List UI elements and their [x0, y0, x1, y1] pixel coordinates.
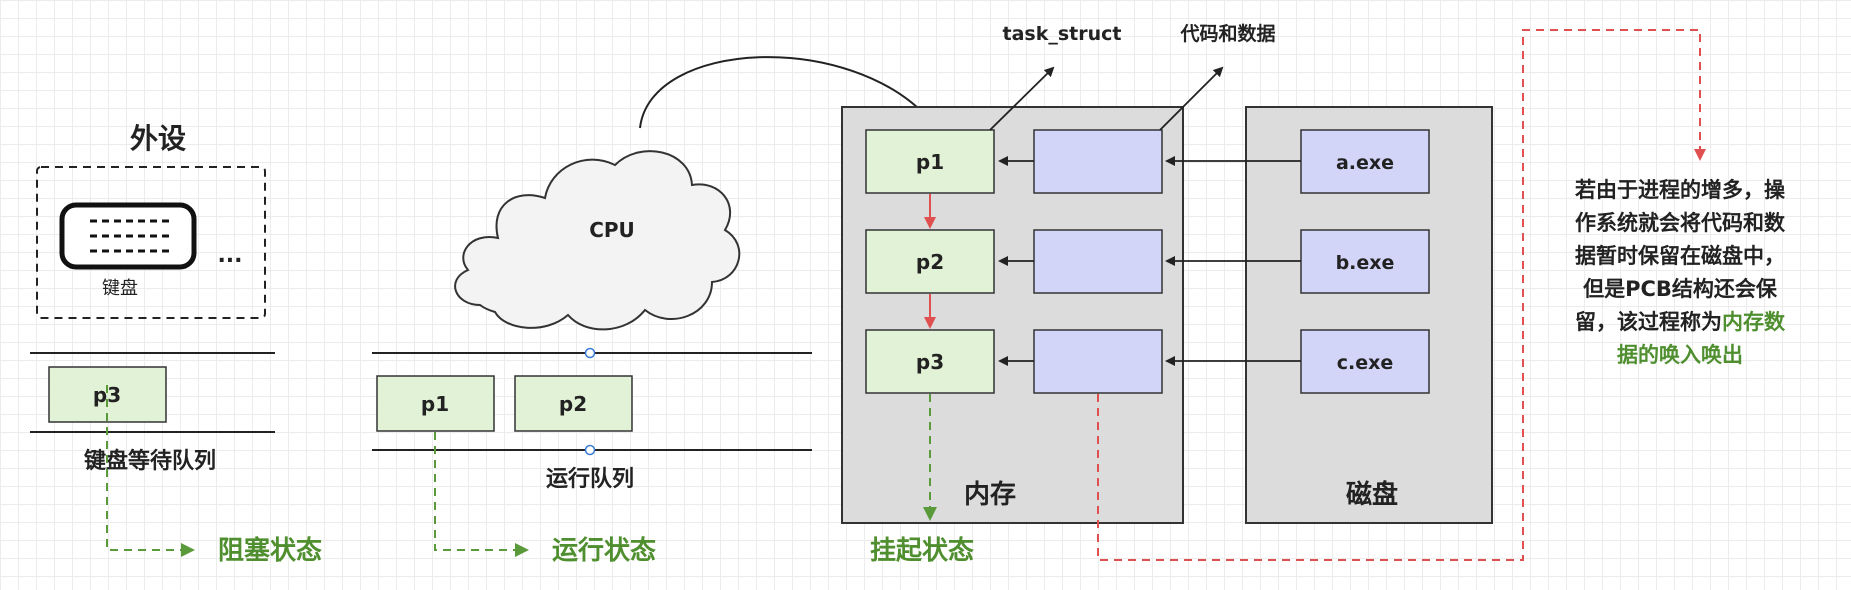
pcb-p1-box [865, 129, 995, 194]
cpu-to-task-arrow [639, 56, 932, 129]
pcb-p1-label: p1 [916, 150, 944, 174]
more-devices-ellipsis: ... [217, 243, 242, 268]
keyboard-label: 键盘 [102, 278, 138, 299]
task-struct-label: task_struct [1003, 23, 1122, 45]
task-struct-pointer [989, 66, 1055, 131]
blocked-state-label: 阻塞状态 [218, 535, 322, 566]
note-line-1: 若由于进程的增多，操 [1574, 178, 1786, 202]
note-text-segment: 若由于进程的增多，操 [1574, 178, 1786, 202]
code-data-block-3 [1033, 329, 1163, 394]
code-data-block-1 [1033, 129, 1163, 194]
peripheral-title: 外设 [130, 122, 186, 155]
pcb-p3-box [865, 329, 995, 394]
memory-label: 内存 [964, 480, 1016, 510]
svg-text:若由于进程的增多，操作系统就会将代码和数据暂时保留在磁盘中，: 若由于进程的增多，操作系统就会将代码和数据暂时保留在磁盘中， 但是PCB结构还会保… [1574, 178, 1786, 367]
run-queue-top-connector [584, 347, 596, 359]
note-line-3: 据暂时保留在磁盘中， [1575, 244, 1785, 268]
note-highlight-segment: 内存数 [1722, 310, 1786, 334]
pcb-p3-label: p3 [916, 350, 944, 374]
code-data-label: 代码和数据 [1179, 22, 1275, 45]
keyboard-icon [59, 202, 197, 270]
keyboard-queue-label: 键盘等待队列 [84, 448, 216, 474]
disk-label: 磁盘 [1346, 479, 1398, 510]
pcb-p2-box [865, 229, 995, 294]
cpu-label: CPU [589, 218, 635, 242]
run-queue-p2-box [514, 375, 633, 432]
run-queue-p2-label: p2 [559, 392, 587, 416]
disk-file-a-box [1300, 129, 1430, 194]
running-state-arrow [434, 432, 529, 557]
swap-note: 若由于进程的增多，操作系统就会将代码和数据暂时保留在磁盘中， 但是PCB结构还会保… [1574, 178, 1786, 367]
note-line-4: 但是PCB结构还会保 [1583, 277, 1778, 301]
note-text-segment: 作系统就会将代码和数 [1575, 211, 1786, 235]
note-highlight-segment: 据的唤入唤出 [1617, 343, 1743, 367]
run-queue-p1-box [376, 375, 495, 432]
run-queue-p1-label: p1 [421, 392, 449, 416]
disk-file-a-label: a.exe [1336, 152, 1394, 174]
keyboard-queue-p3-box [48, 366, 167, 423]
run-queue-label: 运行队列 [546, 466, 634, 492]
code-data-block-2 [1033, 229, 1163, 294]
note-text-segment: 留，该过程称为 [1575, 310, 1722, 334]
disk-file-b-label: b.exe [1336, 252, 1395, 274]
swap-out-path [1097, 29, 1706, 561]
code-data-pointer [1159, 66, 1224, 131]
running-state-label: 运行状态 [552, 535, 656, 566]
peripheral-box [36, 166, 266, 319]
note-text-segment: 据暂时保留在磁盘中， [1575, 244, 1785, 268]
note-line-2: 作系统就会将代码和数 [1575, 211, 1786, 235]
disk-file-c-label: c.exe [1337, 352, 1394, 374]
disk-file-c-box [1300, 329, 1430, 394]
run-queue-bottom-connector [584, 444, 596, 456]
note-line-5: 留，该过程称为内存数 [1575, 310, 1786, 334]
note-line-6: 据的唤入唤出 [1617, 343, 1743, 367]
disk-file-b-box [1300, 229, 1430, 294]
suspended-state-label: 挂起状态 [870, 535, 974, 566]
note-text-segment: 但是PCB结构还会保 [1583, 277, 1778, 301]
pcb-p2-label: p2 [916, 250, 944, 274]
cpu-cloud [454, 150, 741, 331]
